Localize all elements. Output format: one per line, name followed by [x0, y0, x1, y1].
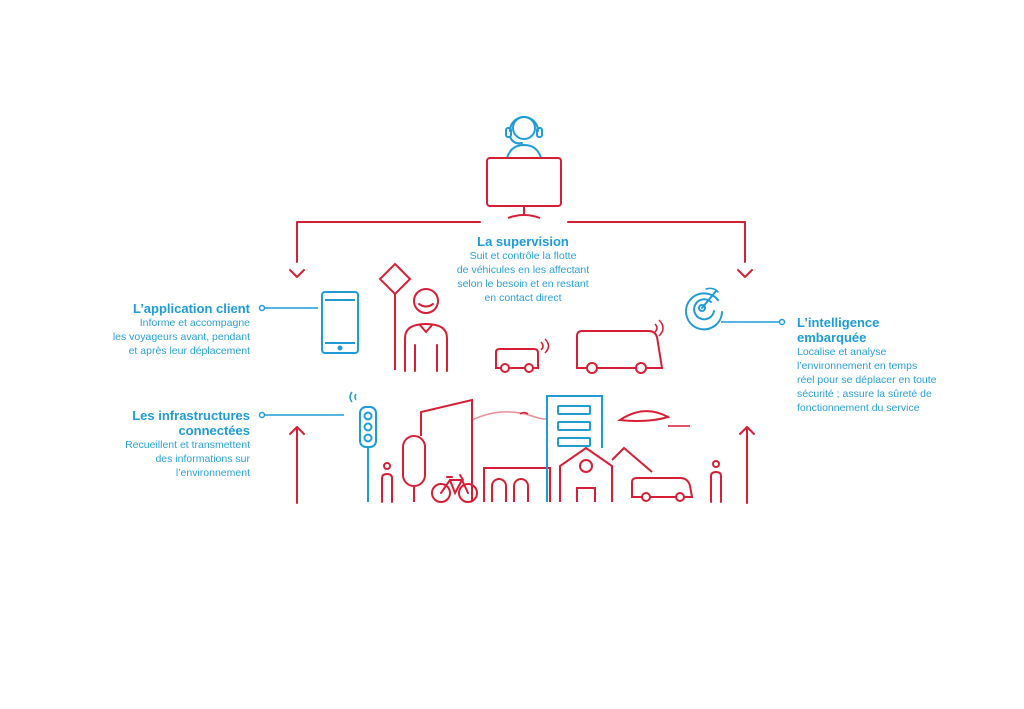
road-sign-icon — [378, 262, 412, 370]
supervision-arrows — [289, 221, 753, 278]
bus-icon — [576, 319, 664, 374]
intelligence-desc-4: sécurité ; assure la sûreté de — [797, 388, 932, 400]
smartphone-icon — [321, 291, 359, 354]
pedestrian-icon — [381, 462, 393, 503]
infrastructures-title-2: connectées — [178, 423, 250, 438]
intel-connector-dot — [778, 318, 786, 326]
car-icon — [631, 477, 694, 502]
bicycle-icon — [431, 474, 478, 503]
supervision-title: La supervision — [477, 234, 569, 249]
application-client-title: L’application client — [132, 301, 250, 316]
infrastructures-label: Les infrastructures connectées Recueille… — [95, 408, 250, 480]
intelligence-desc-2: l’environnement en temps — [797, 360, 918, 372]
supervision-desc-2: de véhicules en les affectant — [456, 264, 590, 276]
pedestrian-right-icon — [710, 460, 722, 503]
app-connector-dot — [258, 304, 266, 312]
intelligence-title-1: L’intelligence — [797, 315, 880, 330]
person-icon — [404, 288, 448, 372]
application-client-label: L’application client Informe et accompag… — [95, 301, 250, 358]
application-client-desc-1: Informe et accompagne — [139, 317, 250, 329]
supervision-desc-3: selon le besoin et en restant — [457, 278, 589, 290]
application-client-desc-2: les voyageurs avant, pendant — [112, 331, 250, 343]
operator-headset-icon — [505, 116, 543, 159]
supervision-desc-4: en contact direct — [484, 292, 562, 304]
intelligence-label: L’intelligence embarquée Localise et ana… — [797, 315, 957, 415]
intelligence-desc-5: fonctionnement du service — [797, 402, 920, 414]
traffic-light-icon — [349, 391, 377, 502]
tree-icon — [402, 435, 426, 502]
supervision-desc-1: Suit et contrôle la flotte — [469, 250, 577, 262]
infrastructures-desc-2: des informations sur — [155, 453, 250, 465]
tower-building-icon — [546, 395, 603, 502]
application-client-desc-3: et après leur déplacement — [128, 345, 250, 357]
infrastructures-desc-1: Recueillent et transmettent — [125, 439, 250, 451]
radar-icon — [685, 287, 723, 331]
monitor-icon — [486, 157, 562, 219]
intelligence-title-2: embarquée — [797, 330, 867, 345]
infrastructure-arrows — [289, 426, 755, 504]
autonomous-shuttle-icon — [495, 338, 550, 373]
infrastructures-title-1: Les infrastructures — [132, 408, 250, 423]
infrastructures-desc-3: l’environnement — [175, 467, 250, 479]
intelligence-desc-1: Localise et analyse — [797, 346, 887, 358]
intelligence-desc-3: réel pour se déplacer en toute — [797, 374, 937, 386]
infra-connector-dot — [258, 411, 266, 419]
supervision-label: La supervision Suit et contrôle la flott… — [438, 234, 608, 305]
